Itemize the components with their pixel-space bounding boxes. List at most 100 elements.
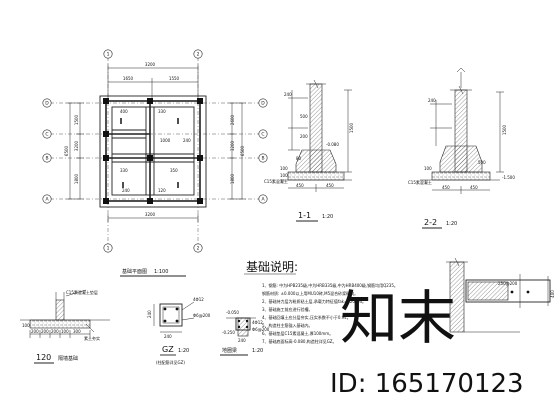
plan-dim-bottom-total: 3200 [145,212,156,217]
notes-line-1: 1、钢筋: 中为HPB235级,中为HRB335级,中为HRB400级,钢筋均用… [262,282,398,288]
s11-dim-0: 240 [284,92,292,97]
axis-bottom-1: 1 [107,246,110,252]
br-dim-0: 250@200 [498,281,518,286]
d120-dim-4: 300 [73,329,81,334]
plan-title: 基础平面图 1:100 [120,268,186,277]
plan-dim-left-1: 1500 [74,114,79,125]
plan-dim-inner-8: 240 [183,138,191,143]
detail-bottom-right: 250@200 400 [446,257,555,333]
plan-title-text: 基础平面图 [122,268,147,275]
plan-axis-top: 1 2 [103,49,203,245]
axis-left-c: C [45,132,48,138]
axis-bottom-2: 2 [197,246,200,252]
s22-dim-7: 500 [478,160,486,165]
axis-left-d: D [45,101,49,107]
plan-dims-bottom: 3200 1 2 [103,212,203,253]
s11-dim-5: 100 [280,173,288,178]
plan-dim-inner-5: 240 [122,188,130,193]
s11-label: 1-1 [298,211,311,220]
section-2-2: 240 1500 450 450 100 -1.500 C15素混凝土 500 … [408,67,515,229]
d120-title: 隔墙基础 [58,355,78,362]
d120-dim-0: 200 [31,329,39,334]
foundation-notes: 基础说明: 1、钢筋: 中为HPB235级,中为HRB335级,中为HRB400… [244,259,398,344]
s11-dim-3: 450 [326,183,334,188]
s11-dim-1: 1500 [349,122,354,133]
axis-top-2: 2 [197,52,200,58]
detail-gz: 4Φ12 Φ6@200 240 240 GZ 1:20 (柱配筋详见GZ) [147,297,211,365]
gz-subtitle: (柱配筋详见GZ) [156,359,185,365]
axis-right-c: C [261,132,264,138]
beam-title: 地圈梁 [222,347,237,354]
s22-dim-1: 1500 [502,124,507,135]
axis-left-a: A [45,197,49,203]
plan-title-scale: 1:100 [154,269,168,275]
s11-dim-2: 450 [296,183,304,188]
d120-callout: C15素混凝土垫层 [66,289,98,295]
beam-scale: 1:20 [252,348,263,354]
plan-dim-inner-3: 1000 [160,138,171,143]
watermark-logo-text: 知末 [340,284,456,352]
plan-footings [99,95,207,208]
watermark: 知末 ID: 165170123 [330,284,524,399]
s22-dim-2: 450 [442,185,450,190]
plan-dim-inner-7: 350 [170,168,178,173]
gz-label: GZ [162,345,174,354]
gz-dim-1: Φ6@200 [193,313,211,318]
plan-dim-right-3: 1800 [230,173,235,184]
axis-right-d: D [261,101,265,107]
s22-scale: 1:20 [446,221,457,227]
notes-line-3: 2、基础持力层为粉质粘土层,承载力特征值fak=120kPa。 [262,298,366,304]
notes-title: 基础说明: [246,259,298,274]
beam-dim-3: Φ6@200 [252,327,270,332]
s11-dim-9: 500 [300,114,308,119]
d120-right-note: 素土夯实 [84,335,100,341]
notes-line-2: 钢筋材质: ±0.000以上用MU10砖,M5混合砂浆砌筑。 [262,290,358,296]
gz-dim-0: 4Φ12 [193,297,204,302]
notes-line-5: 4、基础回填土应分层夯实,压实系数不小于0.94。 [262,314,351,320]
beam-dim-1: -0.250 [222,330,235,335]
notes-line-8: 7、基础底面标高-0.080,构造柱详见GZ。 [262,338,337,344]
axis-right-a: A [261,197,265,203]
s22-dim-3: 450 [470,185,478,190]
d120-dim-1: 200 [41,329,49,334]
br-dim-1: 400 [550,290,555,298]
plan-axis-right: D C B A [258,98,268,204]
s22-dim-4: 100 [424,166,432,171]
d120-dim-3: 100 [61,329,69,334]
notes-line-7: 6、基础垫层C15素混凝土,厚100mm。 [262,330,333,336]
s11-dim-8: C15素混凝土 [264,178,288,184]
gz-dim-2: 240 [164,334,172,339]
s11-dim-7: -0.080 [326,142,339,147]
s22-label: 2-2 [424,218,437,227]
axis-left-b: B [45,156,48,162]
plan-dim-inner-2: 330 [158,109,166,114]
beam-dim-0: -0.050 [226,310,239,315]
s11-dim-6: 80 [296,156,302,161]
plan-dim-top-left: 1650 [123,76,134,81]
plan-dims-sides: 1500 3200 1800 6500 2600 3200 1800 6500 [64,102,246,200]
s11-scale: 1:20 [322,214,333,220]
plan-dim-right-total: 6500 [240,145,245,156]
plan-dim-right-1: 2600 [230,114,235,125]
s22-dim-5: -1.500 [502,175,515,180]
axis-right-b: B [261,156,264,162]
section-1-1: 240 1500 450 450 100 100 80 -0.080 C15素混… [264,79,354,222]
plan-dim-inner-6: 120 [158,188,166,193]
plan-axis-left: D C B A [42,98,52,204]
plan-dim-right-2: 3200 [230,140,235,151]
plan-dim-inner-1: 400 [120,109,128,114]
axis-top-1: 1 [107,52,110,58]
s22-dim-0: 240 [428,98,436,103]
plan-dim-left-2: 3200 [74,140,79,151]
notes-line-6: 5、构造柱主筋锚入基础内。 [262,322,313,328]
plan-axis-rows [50,102,260,200]
plan-dims-top: 3200 1650 1550 [107,62,199,100]
beam-dim-2: 4Φ12 [252,320,263,325]
plan-dim-left-total: 6500 [64,145,69,156]
plan-dim-top-right: 1550 [169,76,180,81]
detail-120: C15素混凝土垫层 素土夯实 200 200 200 100 300 100 1… [20,289,110,364]
s22-dim-6: C15素混凝土 [408,179,432,185]
watermark-id: ID: 165170123 [330,369,524,399]
detail-ground-beam: -0.050 -0.250 4Φ12 Φ6@200 240 地圈梁 1:20 [220,310,270,356]
